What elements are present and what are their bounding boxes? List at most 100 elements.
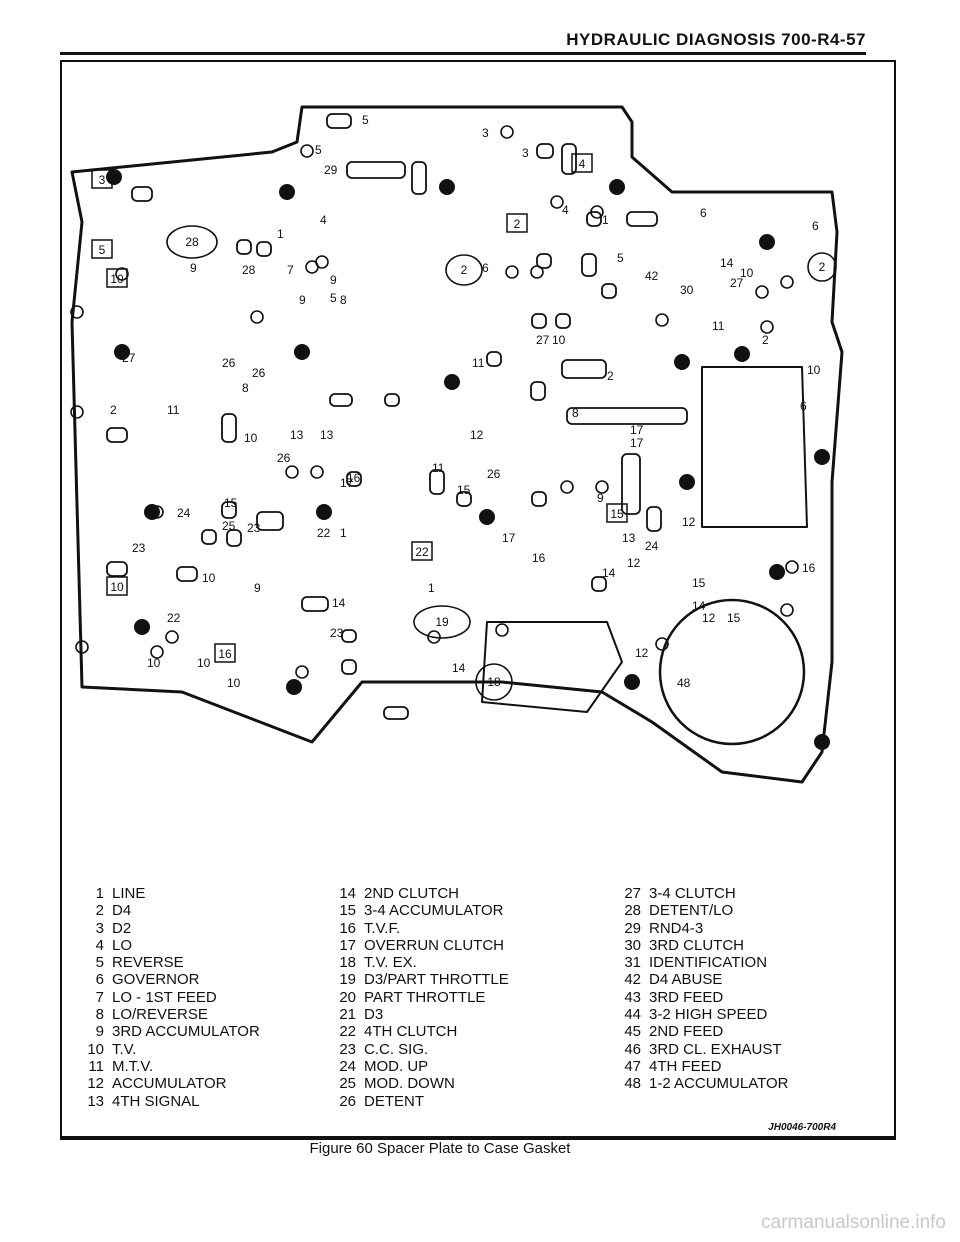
slot-hole [256,241,272,257]
boxed-label-text: 10 [110,580,124,594]
passage-number: 6 [800,399,807,413]
solid-hole [286,679,302,695]
slot-hole [530,381,546,401]
legend-label: T.V. EX. [364,954,417,972]
legend-number: 30 [624,936,641,954]
passage-number: 25 [222,519,236,533]
circled-label: 2 [807,252,837,282]
legend-number: 43 [624,988,641,1006]
passage-number: 12 [635,646,649,660]
circled-label: 18 [475,663,513,701]
passage-number: 11 [432,461,445,475]
slot-hole [326,113,352,129]
legend-number: 23 [339,1040,356,1058]
passage-number: 6 [812,219,819,233]
solid-hole [814,734,830,750]
passage-number: 24 [645,539,659,553]
passage-number: 15 [224,496,238,510]
figure-code: JH0046-700R4 [768,1122,836,1133]
solid-hole [279,184,295,200]
passage-number: 15 [457,483,471,497]
slot-hole [411,161,427,195]
slot-hole [221,501,237,519]
legend-number: 26 [339,1092,356,1110]
legend-label: D3/PART THROTTLE [364,971,509,989]
boxed-label-text: 4 [579,157,586,171]
boxed-label: 10 [106,268,128,288]
boxed-label-text: 5 [99,243,106,257]
legend-number: 4 [95,936,104,954]
legend-label: 4TH CLUTCH [364,1023,458,1041]
passage-number: 23 [132,541,146,555]
slot-hole [341,629,357,643]
legend-number: 2 [95,902,104,920]
legend-number: 10 [87,1040,104,1058]
legend-number: 25 [339,1075,356,1093]
slot-hole [201,529,217,545]
passage-number: 2 [110,403,117,417]
passage-number: 9 [330,273,337,287]
legend-label: MOD. UP [364,1057,429,1075]
legend-item: 43 3RD FEED [615,989,788,1006]
figure-rule [60,1136,896,1138]
open-hole [500,125,514,139]
legend-label: 3RD CLUTCH [649,936,745,954]
open-hole [115,267,129,281]
boxed-label: 10 [106,576,128,596]
legend-number: 11 [88,1057,104,1075]
passage-number: 12 [702,611,716,625]
legend-number: 45 [624,1023,641,1041]
slot-hole [106,561,128,577]
passage-number: 7 [287,263,294,277]
passage-number: 13 [290,428,304,442]
legend-number: 14 [339,885,356,902]
page-title: HYDRAULIC DIAGNOSIS 700-R4-57 [566,30,866,49]
passage-number: 10 [552,333,566,347]
passage-number: 9 [597,491,604,505]
passage-number: 10 [197,656,211,670]
legend-number: 7 [95,988,104,1006]
legend-label: D4 ABUSE [649,971,723,989]
figure-caption: Figure 60 Spacer Plate to Case Gasket [309,1140,571,1157]
legend-label: 2ND FEED [649,1023,724,1041]
legend-label: 3-2 HIGH SPEED [649,1006,768,1024]
open-hole [300,144,314,158]
open-hole [305,260,319,274]
passage-number: 17 [340,476,354,490]
solid-hole [294,344,310,360]
passage-number: 14 [452,661,466,675]
passage-number: 10 [740,266,754,280]
slot-hole [341,659,357,675]
boxed-label-text: 15 [610,507,624,521]
open-hole [165,630,179,644]
legend-number: 28 [624,902,641,920]
open-hole [780,275,794,289]
passage-number: 17 [630,436,644,450]
open-hole [495,623,509,637]
legend-label: LO/REVERSE [112,1006,208,1024]
slot-hole [581,253,597,277]
legend-label: D3 [364,1006,384,1024]
slot-hole [106,427,128,443]
solid-hole [444,374,460,390]
solid-hole [624,674,640,690]
legend-number: 13 [87,1092,104,1110]
legend-label: 3-4 ACCUMULATOR [364,902,504,920]
legend-number: 16 [339,919,356,937]
boxed-label: 22 [411,541,433,561]
passage-number: 26 [222,356,236,370]
legend-label: 3RD FEED [649,988,724,1006]
gasket-holes [70,113,830,750]
slot-hole [456,491,472,507]
slot-hole [566,407,688,425]
